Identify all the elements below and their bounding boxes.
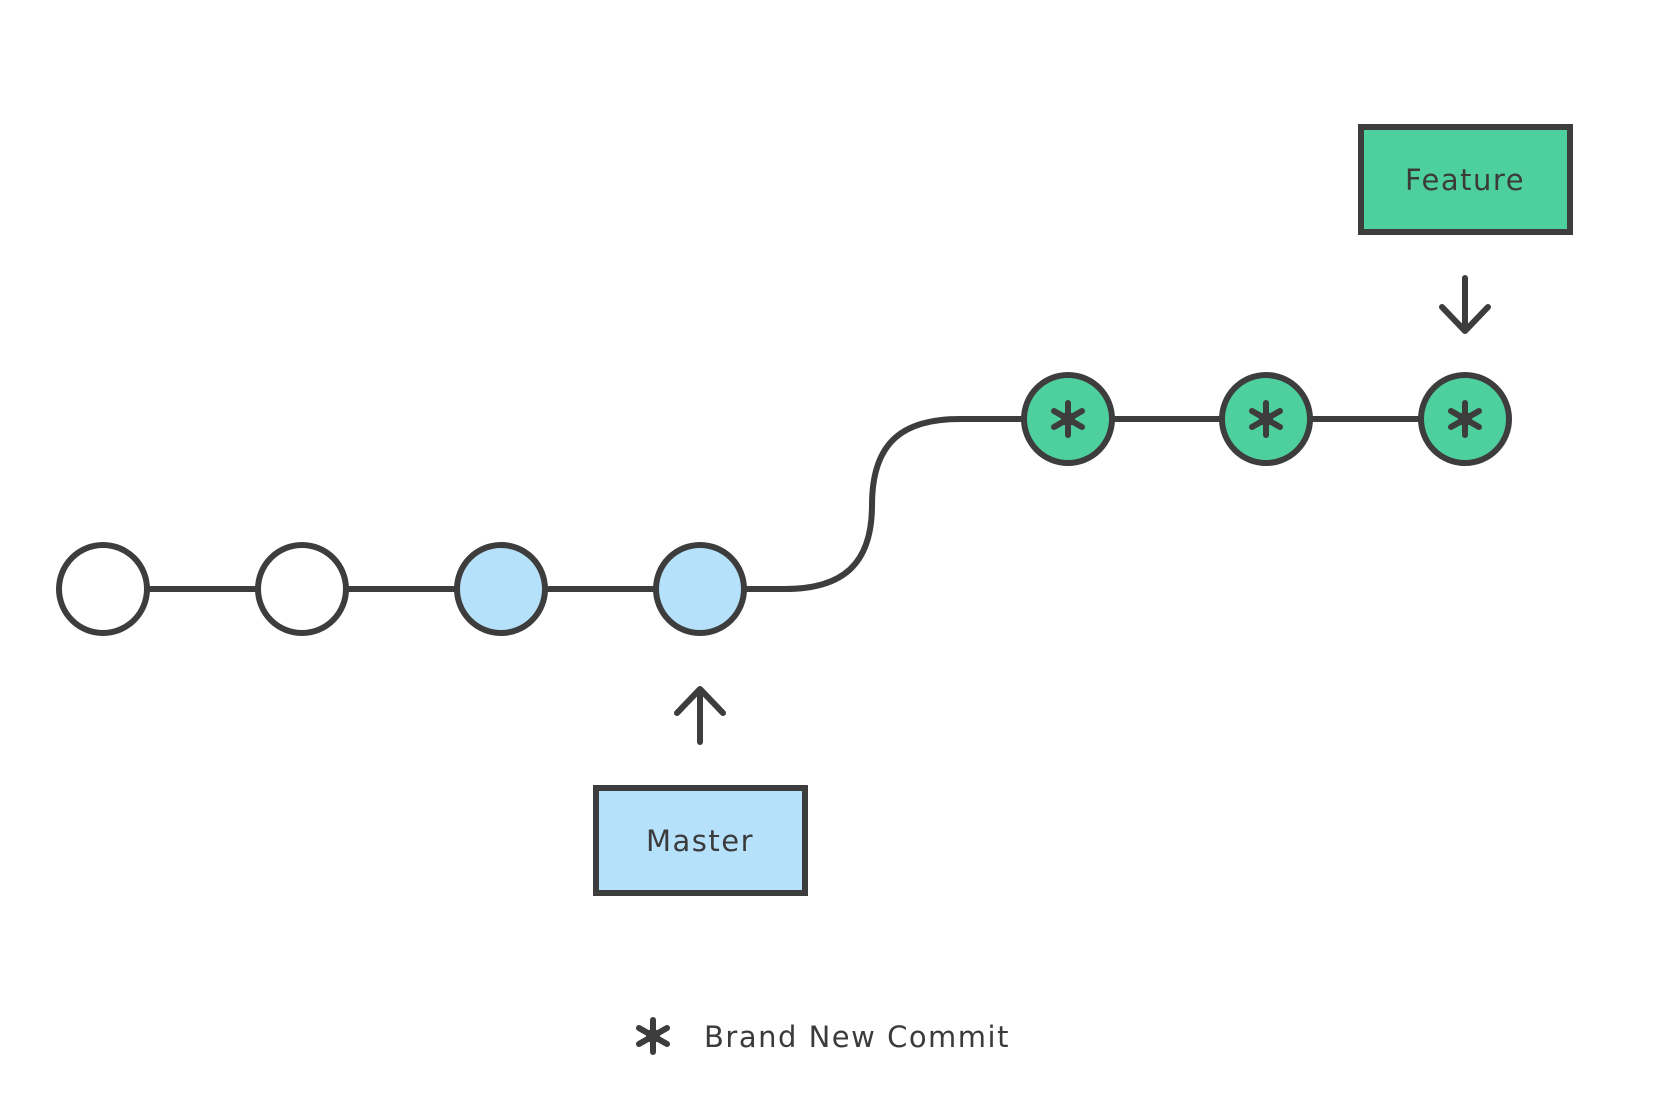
master-commit-node (454, 542, 548, 636)
feature-branch-label: Feature (1358, 124, 1573, 235)
new-commit-node (1021, 372, 1115, 466)
legend-label: Brand New Commit (704, 1020, 1010, 1054)
feature-pointer: Feature (1358, 124, 1573, 334)
master-pointer: Master (593, 686, 808, 896)
master-head-commit-node (653, 542, 747, 636)
down-arrow-icon (1439, 275, 1491, 334)
master-branch-label: Master (593, 785, 808, 896)
commits (56, 372, 1512, 636)
legend: Brand New Commit (636, 1017, 1010, 1055)
master-label-text: Master (646, 824, 754, 858)
feature-label-text: Feature (1405, 163, 1525, 197)
asterisk-icon (636, 1017, 670, 1055)
commit-node (255, 542, 349, 636)
up-arrow-icon (674, 686, 726, 745)
feature-head-commit-node (1418, 372, 1512, 466)
new-commit-node (1219, 372, 1313, 466)
branch-curve (784, 416, 1068, 592)
asterisk-icon (1448, 400, 1482, 438)
asterisk-icon (1051, 400, 1085, 438)
asterisk-icon (1249, 400, 1283, 438)
commit-node (56, 542, 150, 636)
